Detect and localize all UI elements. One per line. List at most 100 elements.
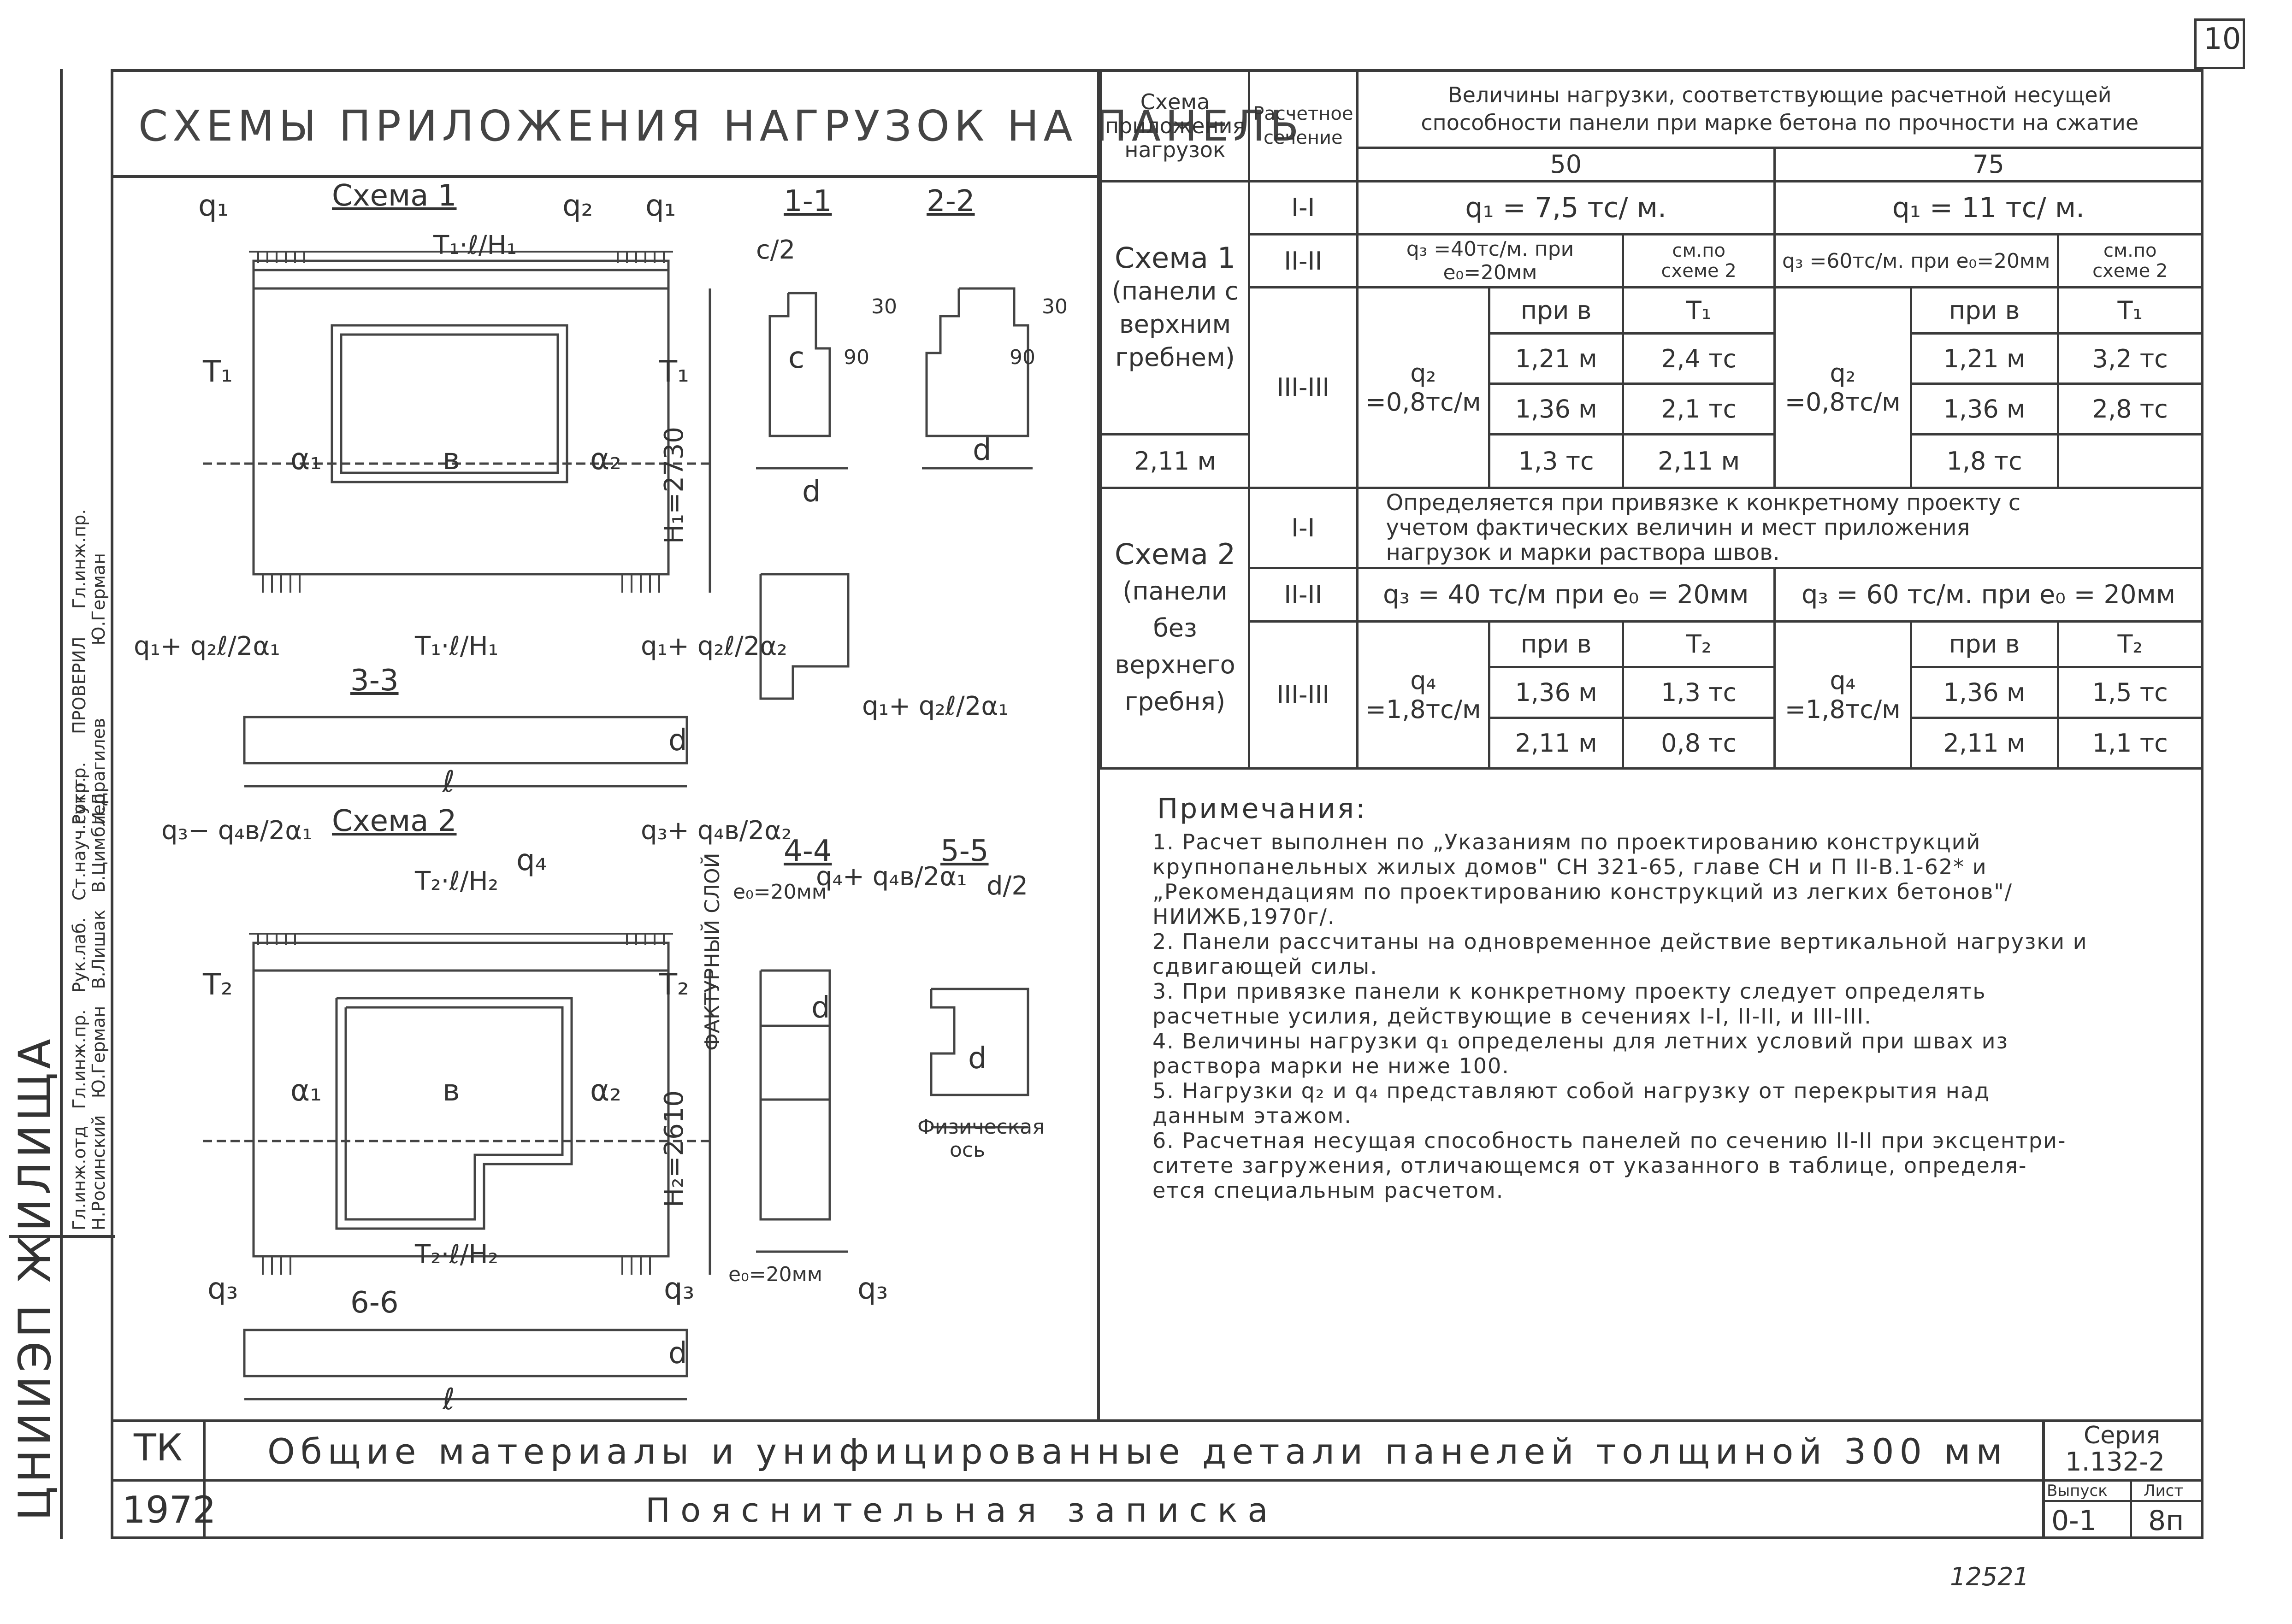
s1-see-1: см.по: [1672, 240, 1725, 262]
label-q3-right: q₃: [664, 1272, 695, 1306]
th-scheme-2: приложения: [1105, 113, 1246, 138]
s1-b-50-r1: 1,21 м: [1488, 332, 1624, 385]
titleblock-title: Общие материалы и унифицированные детали…: [267, 1431, 2008, 1472]
note-line: расчетные усилия, действующие в сечениях…: [1152, 1004, 1872, 1029]
label-t1-ratio-bottom: T₁·ℓ/H₁: [415, 631, 499, 661]
label-q1-left: q₁: [198, 189, 229, 223]
load-table: Схема приложения нагрузок Расчетное сече…: [1099, 69, 2204, 770]
s1-q2-50: q₂ =0,8тс/м: [1356, 286, 1490, 489]
s1-pri-b-75: при в: [1909, 286, 2059, 335]
note-line: данным этажом.: [1152, 1103, 1352, 1128]
note-line: 1. Расчет выполнен по „Указаниям по прое…: [1152, 830, 1981, 854]
s2-t-75-r2: 1,1 тс: [2056, 716, 2204, 770]
s1-b-75-r2: 1,36 м: [1909, 382, 2059, 436]
label-a2-s2: α₂: [590, 1074, 621, 1108]
label-q4: q₄: [516, 843, 547, 877]
th-section-2: сечение: [1264, 127, 1343, 148]
section-3-3-label: 3-3: [350, 664, 399, 698]
scheme2-desc-3: гребня): [1125, 687, 1226, 716]
s1-t-50-r1: 2,4 тс: [1622, 332, 1776, 385]
divider-left-panel: [1097, 69, 1100, 1419]
s1-T1-50: Т₁: [1622, 286, 1776, 335]
titleblock-mid-line: [111, 1479, 2203, 1482]
th-values-2: способности панели при марке бетона по п…: [1421, 110, 2139, 135]
label-30-a: 30: [871, 295, 897, 318]
label-q3-expr-left: q₃− q₄в/2α₁: [161, 816, 313, 846]
s1-r1-50: q₁ = 7,5 тс/ м.: [1356, 180, 1776, 235]
s2-T2-50: Т₂: [1622, 620, 1776, 669]
titleblock-sheet: 8п: [2148, 1505, 2184, 1537]
s1-t-75-r2: 2,8 тс: [2056, 382, 2204, 436]
label-q1-expr-left: q₁+ q₂ℓ/2α₁: [134, 631, 280, 661]
s2-pri-b-50: при в: [1488, 620, 1624, 669]
s2-b-75-r2: 2,11 м: [1909, 716, 2059, 770]
titleblock-col-2: [2042, 1419, 2045, 1539]
label-a1: α₁: [290, 442, 322, 477]
th-grade-50: 50: [1356, 146, 1776, 182]
note-line: сдвигающей силы.: [1152, 954, 1378, 979]
s2-b-50-r1: 1,36 м: [1488, 666, 1624, 719]
s1-b-75-r3: 2,11 м: [1622, 433, 1776, 489]
notes-heading: Примечания:: [1157, 793, 1367, 825]
s1-t-75-r3: 1,8 тс: [1909, 433, 2059, 489]
label-t2-left: Т₂: [203, 968, 233, 1002]
label-q3-left: q₃: [207, 1272, 238, 1306]
sidebar-roles: Гл.инж.отд Гл.инж.пр. Рук.лаб. Ст.науч.с…: [69, 777, 89, 1230]
s2-r1-line3: нагрузок и марки раствора швов.: [1386, 540, 1780, 566]
label-d2: d/2: [987, 871, 1028, 901]
titleblock-issue-line: [2042, 1500, 2203, 1502]
th-scheme-3: нагрузок: [1124, 137, 1226, 162]
titleblock-year: 1972: [122, 1489, 216, 1531]
label-d-11: d: [802, 475, 821, 509]
scheme2-panel: [203, 933, 715, 1275]
label-t2-ratio-top: T₂·ℓ/H₂: [415, 866, 499, 896]
label-c2: с/2: [756, 235, 796, 265]
titleblock-issue-label: Выпуск: [2047, 1482, 2108, 1500]
s2-r2-75: q₃ = 60 тс/м. при е₀ = 20мм: [1773, 567, 2204, 623]
label-fact-layer: ФАКТУРНЫЙ СЛОЙ: [701, 853, 724, 1051]
th-grade-75: 75: [1773, 146, 2204, 182]
s2-q4-75: q₄ =1,8тс/м: [1773, 620, 1912, 770]
s2-sec-I: I-I: [1248, 486, 1359, 570]
section-1-1-label: 1-1: [784, 184, 832, 218]
label-30-b: 30: [1042, 295, 1068, 318]
note-line: 3. При привязке панели к конкретному про…: [1152, 979, 1986, 1004]
label-q4-expr: q₄+ q₄в/2α₁: [816, 862, 967, 892]
note-line: ситете загружения, отличающемся от указа…: [1152, 1153, 2027, 1178]
note-line: 6. Расчетная несущая способность панелей…: [1152, 1128, 2067, 1153]
th-section-1: Расчетное: [1253, 103, 1353, 124]
titleblock-series-label: Серия: [2084, 1422, 2161, 1449]
label-a1-s2: α₁: [290, 1074, 322, 1108]
s1-q2-75: q₂ =0,8тс/м: [1773, 286, 1912, 489]
label-d-66: d: [668, 1336, 687, 1371]
titleblock-col-1: [203, 1419, 206, 1539]
s2-t-50-r2: 0,8 тс: [1622, 716, 1776, 770]
s2-q4-50: q₄ =1,8тс/м: [1356, 620, 1490, 770]
s2-sec-II: II-II: [1248, 567, 1359, 623]
scheme1-panel: [203, 251, 715, 593]
s1-sec-I: I-I: [1248, 180, 1359, 235]
s1-b-50-r2: 1,36 м: [1488, 382, 1624, 436]
s1-b-75-r1: 1,21 м: [1909, 332, 2059, 385]
page-number: 10: [2203, 22, 2241, 56]
titleblock-top-line: [111, 1419, 2203, 1422]
label-q1-expr-right: q₁+ q₂ℓ/2α₂: [641, 631, 787, 661]
s1-see-3: см.по: [2103, 240, 2157, 262]
note-line: „Рекомендациям по проектированию констру…: [1152, 879, 2013, 929]
s1-t-50-r3: 1,3 тс: [1488, 433, 1624, 489]
label-l-33: ℓ: [443, 765, 455, 799]
label-h2: Н₂=2610: [659, 1090, 689, 1207]
label-a2: α₂: [590, 442, 621, 477]
section-2-2-label: 2-2: [927, 184, 975, 218]
titleblock-col-3: [2130, 1479, 2132, 1539]
label-q3-section: q₃: [857, 1272, 888, 1306]
scheme1-desc-1: (панели с: [1111, 277, 1239, 306]
label-phys-axis-2: ось: [950, 1138, 986, 1162]
s2-b-50-r2: 2,11 м: [1488, 716, 1624, 770]
section-6-6-label: 6-6: [350, 1286, 399, 1320]
note-line: раствора марки не ниже 100.: [1152, 1053, 1510, 1078]
label-90-a: 90: [844, 346, 869, 369]
org-name: ЦНИИЭП ЖИЛИЩА: [9, 1035, 61, 1521]
label-phys-axis-1: Физическая: [917, 1115, 1045, 1139]
section-5-5-label: 5-5: [940, 834, 989, 868]
